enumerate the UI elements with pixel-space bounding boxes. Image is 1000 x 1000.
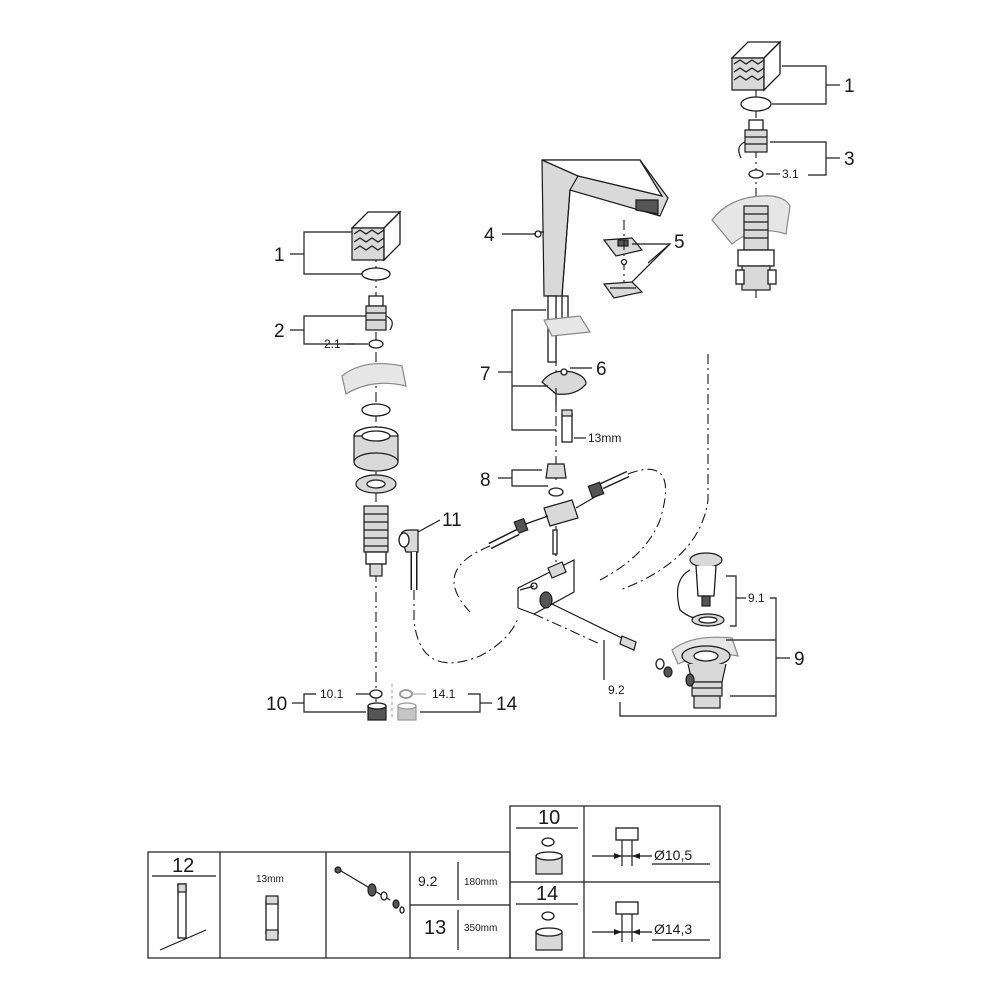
- accessory-table-left: 12 13mm 9.2 180mm 13 350mm: [147, 851, 511, 959]
- washer-left-icon: [361, 403, 391, 417]
- callout-1-right: 1: [844, 76, 855, 97]
- ring-10-icon: [541, 837, 555, 847]
- tee-connector-icon: [513, 481, 605, 535]
- callout-3-1: 3.1: [782, 167, 799, 181]
- fixing-plate-icon: [541, 368, 587, 412]
- connector-table-right: 10 14 Ø10,5: [509, 805, 721, 959]
- clamp-icon: [547, 561, 567, 579]
- callout-13mm: 13mm: [588, 431, 621, 445]
- callout-10: 10: [266, 694, 287, 715]
- pull-rod-kit-icon: [334, 866, 405, 914]
- table-10-label: 10: [538, 807, 560, 829]
- elbow-hose-icon: [398, 529, 419, 590]
- handle-cube-left-icon: [350, 210, 402, 262]
- right-hose-icon: [707, 286, 737, 354]
- pop-up-plug-icon: [677, 552, 725, 627]
- callout-9-2: 9.2: [608, 683, 625, 697]
- pop-up-waste-icon: [671, 636, 739, 709]
- diameter-14-label: Ø14,3: [654, 921, 692, 937]
- diameter-14-icon: [592, 901, 710, 942]
- cartridge-icon: [738, 119, 768, 159]
- table-350mm: 350mm: [464, 923, 497, 934]
- diameter-10-icon: [592, 827, 710, 866]
- spout-assembly: 4 5 7 6 13mm 8: [453, 159, 685, 613]
- ring-14-1-icon: [399, 689, 413, 699]
- gasket-icon: [543, 315, 592, 337]
- callout-5: 5: [674, 232, 685, 253]
- spout-icon: [534, 159, 669, 297]
- o-ring-left-icon: [361, 267, 391, 281]
- left-valve-assembly: 11 1 2 2.1 10.1 10 14.1 14: [266, 210, 519, 721]
- table-12-label: 12: [172, 855, 194, 877]
- sleeve-icon: [353, 426, 399, 472]
- threaded-valve-body-icon: [363, 505, 389, 577]
- right-valve-assembly: 1 3 3.1: [619, 40, 855, 591]
- table-9-2: 9.2: [418, 873, 438, 889]
- nut-icon: [545, 463, 567, 479]
- diameter-10-label: Ø10,5: [654, 847, 692, 863]
- washer-icon: [548, 487, 564, 497]
- valve-body-icon: [735, 205, 777, 291]
- o-ring-small-left-icon: [368, 339, 384, 349]
- ring-14-icon: [541, 911, 555, 921]
- nut-10-table-icon: [535, 851, 563, 875]
- ring-10-1-icon: [369, 689, 383, 699]
- nut-10-icon: [367, 702, 387, 721]
- 13mm-tool-icon: [265, 895, 279, 941]
- o-ring-small-icon: [748, 169, 764, 179]
- o-ring-icon: [740, 96, 772, 112]
- callout-7: 7: [480, 364, 491, 385]
- pull-rod-icon: [539, 591, 673, 678]
- callout-4: 4: [484, 225, 495, 246]
- waste-assembly: 9.1 9 9.2: [517, 552, 805, 717]
- nut-14-table-icon: [535, 927, 563, 951]
- handle-cube-icon: [730, 40, 782, 92]
- callout-14: 14: [496, 694, 518, 715]
- mounting-key-icon: [159, 883, 207, 951]
- callout-6: 6: [596, 359, 607, 380]
- callout-9-1: 9.1: [748, 591, 765, 605]
- aerator-icon: [602, 220, 644, 299]
- flange-nut-icon: [355, 474, 397, 494]
- callout-14-1: 14.1: [432, 687, 456, 701]
- rod-icon: [552, 529, 558, 555]
- table-13: 13: [424, 917, 446, 939]
- callout-2: 2: [274, 321, 285, 342]
- mounting-tool-icon: [561, 409, 573, 443]
- lever-bracket-outline: [517, 559, 575, 615]
- callout-8: 8: [480, 470, 491, 491]
- callout-10-1: 10.1: [320, 687, 344, 701]
- cartridge-left-icon: [365, 295, 393, 331]
- table-13mm: 13mm: [256, 874, 284, 885]
- callout-3: 3: [844, 149, 855, 170]
- table-180mm: 180mm: [464, 877, 497, 888]
- nut-14-icon: [397, 702, 417, 721]
- callout-2-1: 2.1: [324, 337, 341, 351]
- table-14-label: 14: [536, 883, 558, 905]
- deck-section-left-ghost: [341, 362, 407, 395]
- callout-9: 9: [794, 649, 805, 670]
- callout-11: 11: [442, 510, 462, 531]
- callout-1-left: 1: [274, 245, 285, 266]
